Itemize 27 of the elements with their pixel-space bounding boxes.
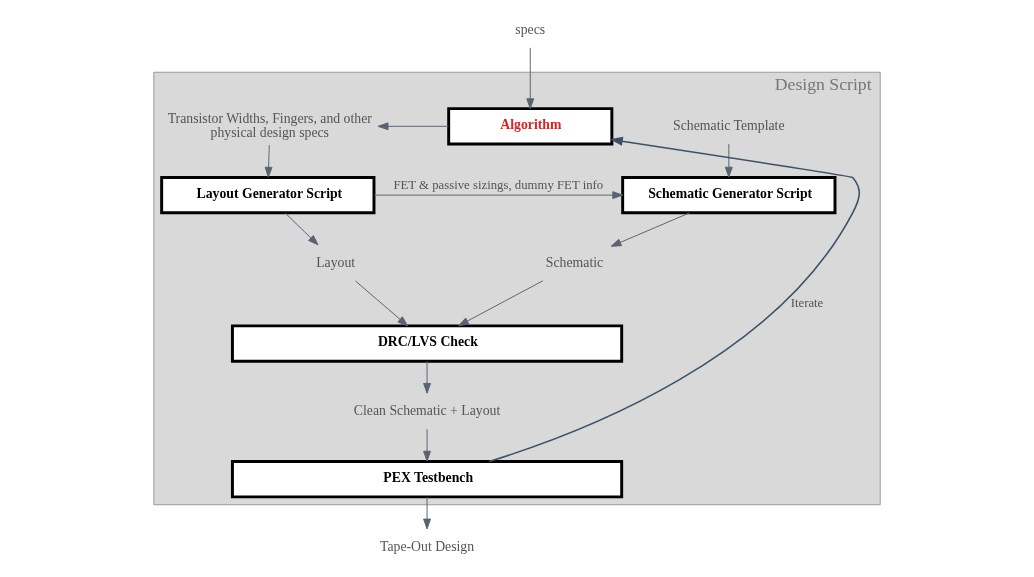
node-text: Layout bbox=[316, 254, 356, 270]
edge-label: FET & passive sizings, dummy FET info bbox=[393, 177, 604, 192]
arrow bbox=[373, 191, 624, 200]
arrow bbox=[526, 47, 535, 110]
node-text: Tape-Out Design bbox=[380, 538, 475, 554]
node-text: Clean Schematic + Layout bbox=[353, 403, 501, 419]
node-box: Schematic Generator Script bbox=[621, 175, 837, 215]
node-box: DRC/LVS Check bbox=[230, 324, 624, 363]
arrow bbox=[284, 212, 319, 246]
arrow bbox=[377, 122, 450, 131]
node-text: Transistor Widths, Fingers, and other physical design specs bbox=[167, 110, 372, 141]
arrow bbox=[610, 212, 690, 247]
node-text: Schematic Template bbox=[673, 117, 785, 133]
arrow bbox=[423, 496, 431, 530]
arrow bbox=[264, 144, 273, 178]
arrow bbox=[724, 143, 733, 178]
arrow bbox=[423, 361, 431, 394]
arrow bbox=[423, 428, 431, 462]
arrow bbox=[488, 136, 861, 463]
edge-label: Iterate bbox=[790, 295, 824, 310]
node-box: Algorithm bbox=[447, 107, 614, 146]
node-box: Layout Generator Script bbox=[160, 175, 376, 215]
arrow bbox=[458, 280, 544, 327]
node-box: PEX Testbench bbox=[230, 460, 624, 499]
arrow bbox=[355, 280, 409, 327]
node-text: Schematic bbox=[545, 254, 604, 270]
node-text: specs bbox=[515, 21, 546, 37]
